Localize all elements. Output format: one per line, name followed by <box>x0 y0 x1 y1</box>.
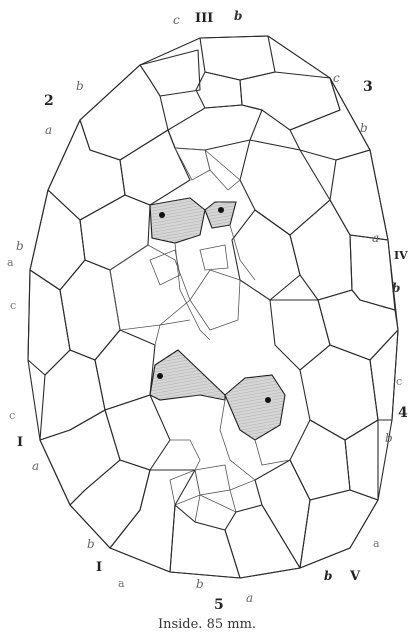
shaded-cell-lower-right-hatch <box>225 375 285 440</box>
label-b-bottom-right: b <box>324 570 332 582</box>
label-c-top: c <box>173 14 180 26</box>
label-b-3: b <box>360 122 368 134</box>
label-a-right: a <box>372 232 379 244</box>
label-c-left: c <box>10 300 16 311</box>
label-b-2: b <box>76 80 84 92</box>
label-b-top: b <box>234 10 242 22</box>
label-c-3: c <box>333 72 340 84</box>
label-b-bottom: b <box>196 578 204 590</box>
label-a-left: a <box>7 257 14 268</box>
shaded-cells <box>150 198 285 440</box>
label-III: III <box>195 12 213 25</box>
label-I-left: I <box>17 436 23 449</box>
label-b-right: b <box>392 282 400 294</box>
label-b-left: b <box>16 240 24 252</box>
label-a-bottom-left: a <box>118 578 125 589</box>
label-5: 5 <box>214 598 224 612</box>
label-2: 2 <box>44 94 54 108</box>
nucleus <box>265 397 271 403</box>
label-a-bottom-right: a <box>373 538 380 549</box>
label-V: V <box>350 570 360 583</box>
nucleus <box>157 373 163 379</box>
nucleus <box>218 207 224 213</box>
label-b-right-2: b <box>385 432 393 444</box>
label-I-bottom: I <box>96 561 102 574</box>
label-c-left-2: c <box>9 410 15 421</box>
middle-cells <box>28 130 398 375</box>
label-a-2: a <box>45 124 52 136</box>
label-c-right: c <box>396 376 402 387</box>
label-a-left-2: a <box>32 460 39 472</box>
label-IV: IV <box>394 250 408 261</box>
label-a-bottom: a <box>246 592 253 604</box>
figure-caption: Inside. 85 mm. <box>0 617 414 632</box>
label-b-bottom-left: b <box>87 538 95 550</box>
nucleus <box>159 212 165 218</box>
label-4: 4 <box>398 406 408 420</box>
label-3: 3 <box>363 80 373 94</box>
